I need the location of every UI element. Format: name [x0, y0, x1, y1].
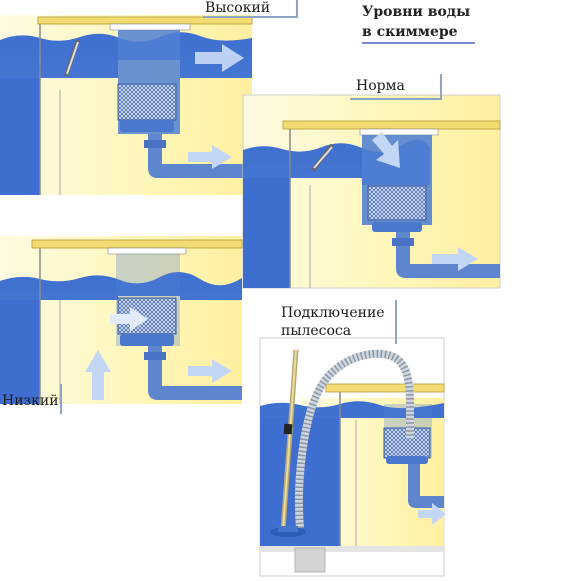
flow-arrow-high-top: [195, 44, 244, 72]
callout-line-high-h: [203, 16, 298, 18]
label-normal: Норма: [356, 78, 405, 94]
pipe-vacuum: [408, 464, 444, 508]
skimmer-basket-high: [117, 83, 177, 121]
flow-arrow-normal-diag: [372, 132, 400, 168]
pipe-low: [148, 346, 242, 400]
flow-arrow-high-pipe: [188, 145, 232, 169]
flow-arrow-vacuum-pipe: [418, 503, 446, 525]
callout-line-high: [296, 0, 298, 17]
flow-arrow-low-in: [110, 307, 148, 331]
pipe-normal: [396, 232, 500, 278]
callout-line-normal: [440, 74, 442, 100]
title-underline: [362, 42, 475, 44]
panel-low-level: [0, 236, 243, 404]
callout-line-normal-h: [350, 98, 442, 100]
flow-arrow-low-pipe: [188, 359, 232, 383]
label-high: Высокий: [205, 0, 271, 16]
skimmer-basket-normal: [367, 185, 427, 221]
pipe-high: [148, 134, 252, 178]
panel-normal-level: [242, 94, 501, 289]
diagram-title: Уровни воды в скиммере: [362, 2, 470, 42]
panel-high-level: [0, 15, 253, 196]
label-vacuum-2: пылесоса: [281, 323, 352, 339]
vacuum-hose: [294, 349, 414, 529]
panel-vacuum-connection: [259, 337, 446, 577]
flow-arrow-low-up: [85, 350, 111, 400]
flow-arrow-normal-pipe: [432, 247, 478, 271]
title-line-2: в скиммере: [362, 24, 458, 40]
title-line-1: Уровни воды: [362, 4, 471, 20]
label-vacuum-1: Подключение: [281, 305, 385, 321]
label-low: Низкий: [2, 393, 59, 409]
callout-line-vacuum: [395, 300, 397, 344]
callout-line-low: [60, 384, 62, 414]
water-high: [0, 32, 252, 196]
